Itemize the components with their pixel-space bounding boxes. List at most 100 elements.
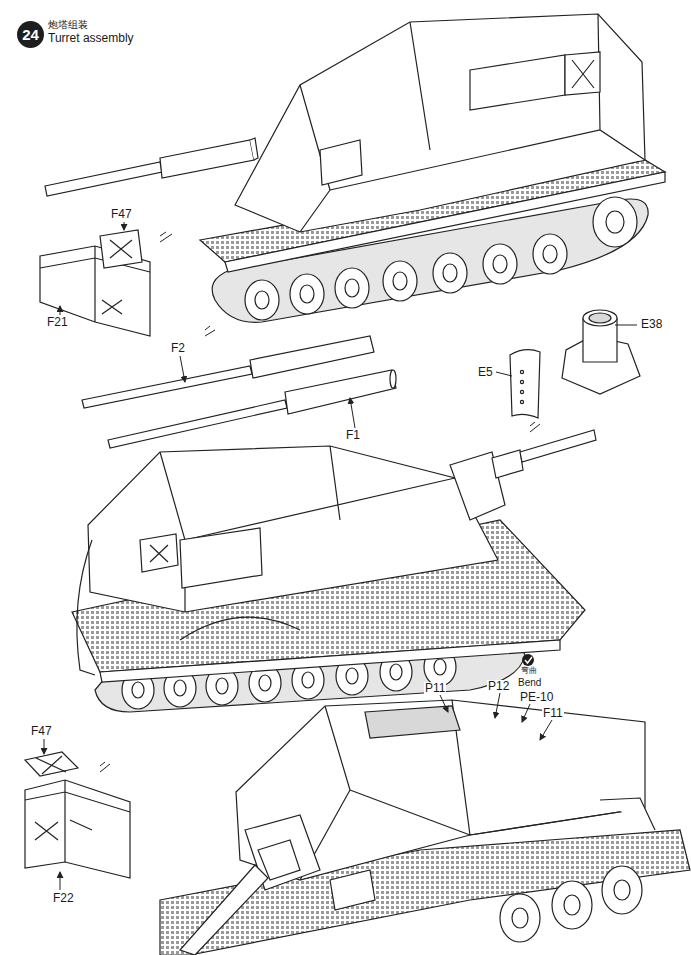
barrels <box>250 336 374 378</box>
leader-lines <box>180 356 185 382</box>
part-number: F47 <box>30 725 53 738</box>
leader-lines <box>440 695 448 712</box>
vehicle-middle <box>390 664 402 680</box>
part-f22 <box>25 752 130 878</box>
part-number: E5 <box>477 366 494 379</box>
step-number: 24 <box>17 21 44 48</box>
vehicle-top <box>433 253 467 293</box>
leader-lines <box>44 739 45 754</box>
vehicle-top <box>45 162 162 196</box>
vehicle-top <box>345 279 359 297</box>
vehicle-top <box>565 52 600 95</box>
vehicle-top <box>255 291 269 309</box>
part-e38 <box>520 390 523 393</box>
step-title: 炮塔组装 <box>47 19 89 30</box>
vehicle-top <box>300 285 314 303</box>
vehicle-top <box>335 268 369 308</box>
vehicle-top <box>572 60 594 88</box>
vehicle-middle <box>346 668 358 684</box>
bend-mark <box>522 654 534 666</box>
vehicle-bottom <box>180 865 268 955</box>
vehicle-middle <box>520 430 596 462</box>
part-f22 <box>25 752 78 776</box>
part-number: F2 <box>170 342 186 355</box>
part-f22 <box>25 780 130 862</box>
vehicle-middle <box>259 675 271 691</box>
vehicle-middle <box>180 617 300 640</box>
vehicle-bottom <box>614 880 630 900</box>
vehicle-middle <box>160 446 455 612</box>
part-f21 <box>110 240 132 258</box>
bend-mark <box>522 654 534 666</box>
vehicle-bottom <box>330 870 375 910</box>
part-number: F21 <box>46 316 69 329</box>
part-f21 <box>100 230 142 268</box>
vehicle-top <box>250 138 258 160</box>
vehicle-middle <box>174 680 186 696</box>
barrels <box>82 366 252 408</box>
part-number: F22 <box>52 892 75 905</box>
vehicle-middle <box>88 446 498 612</box>
barrels <box>390 370 396 388</box>
barrels <box>82 336 396 448</box>
part-number: F47 <box>110 208 133 221</box>
part-f22 <box>70 820 92 830</box>
vehicle-top <box>383 261 417 301</box>
part-number: P11 <box>424 682 446 695</box>
barrels <box>285 370 396 414</box>
vehicle-bottom <box>160 700 690 955</box>
vehicle-middle <box>434 659 446 675</box>
vehicle-top <box>533 234 567 274</box>
vehicle-top <box>290 274 324 314</box>
vehicle-bottom <box>500 894 540 942</box>
part-e38 <box>589 313 611 323</box>
vehicle-top <box>443 264 457 282</box>
vehicle-top <box>235 14 645 232</box>
vehicle-middle <box>216 678 228 694</box>
vehicle-middle <box>100 640 560 682</box>
vehicle-top <box>245 280 279 320</box>
leader-lines <box>160 232 172 242</box>
vehicle-top <box>393 272 407 290</box>
vehicle-bottom <box>512 908 528 928</box>
bend-mark <box>525 657 532 663</box>
vehicle-top <box>593 197 637 247</box>
leader-lines <box>540 720 552 740</box>
barrels <box>108 400 287 448</box>
vehicle-middle <box>132 682 144 698</box>
leader-lines <box>60 872 61 890</box>
note: Bend <box>517 677 542 688</box>
part-e38 <box>520 380 523 383</box>
part-e38 <box>510 350 540 418</box>
leader-lines <box>100 762 110 772</box>
vehicle-top <box>470 55 565 110</box>
note: 弯曲 <box>520 667 538 676</box>
vehicle-bottom <box>600 798 655 830</box>
vehicle-bottom <box>564 895 580 915</box>
leader-lines <box>530 422 540 432</box>
part-f22 <box>36 756 66 774</box>
leader-lines <box>615 325 637 326</box>
part-f22 <box>35 822 58 840</box>
vehicle-middle <box>72 430 596 712</box>
step-number-text: 24 <box>22 26 39 43</box>
vehicle-middle <box>492 450 523 478</box>
step-subtitle: Turret assembly <box>47 32 135 45</box>
part-e38 <box>510 310 640 418</box>
leader-lines <box>496 372 512 376</box>
vehicle-bottom <box>602 866 642 914</box>
part-e38 <box>520 400 523 403</box>
part-e38 <box>520 370 523 373</box>
vehicle-middle <box>140 534 178 572</box>
vehicle-bottom <box>300 700 645 880</box>
part-number: PE-10 <box>519 691 554 704</box>
vehicle-top <box>543 245 557 263</box>
part-number: P12 <box>487 680 510 693</box>
vehicle-top <box>300 14 645 232</box>
vehicle-middle <box>302 672 314 688</box>
part-number: F1 <box>345 429 361 442</box>
leader-lines <box>124 222 125 230</box>
leader-lines <box>205 326 215 336</box>
vehicle-top <box>493 255 507 273</box>
